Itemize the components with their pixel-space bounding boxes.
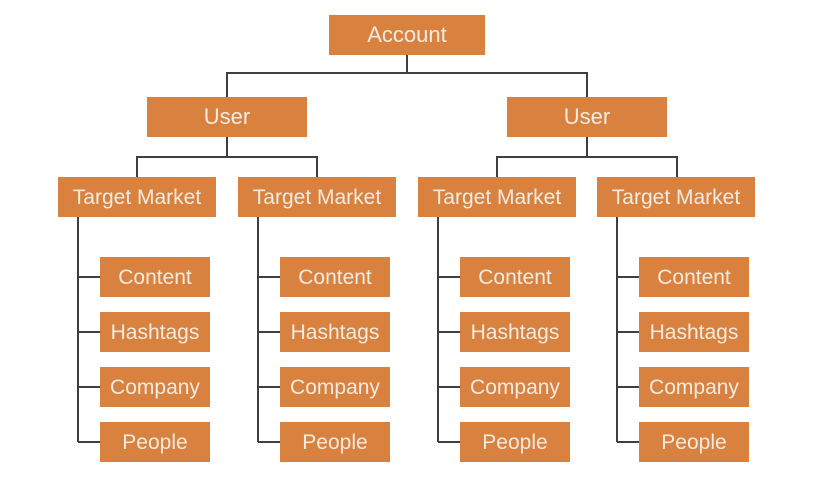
node-hashtags-3: Hashtags	[460, 312, 570, 352]
node-hashtags-4: Hashtags	[639, 312, 749, 352]
connector-market4-children	[616, 217, 639, 443]
connector-market3-children	[437, 217, 460, 443]
node-hashtags-2: Hashtags	[280, 312, 390, 352]
node-people-1: People	[100, 422, 210, 462]
node-content-4: Content	[639, 257, 749, 297]
node-target-market-2: Target Market	[238, 177, 396, 217]
connector-account-to-users	[226, 55, 588, 97]
node-target-market-1: Target Market	[58, 177, 216, 217]
node-content-3: Content	[460, 257, 570, 297]
node-content-1: Content	[100, 257, 210, 297]
node-company-4: Company	[639, 367, 749, 407]
node-user-2: User	[507, 97, 667, 137]
node-target-market-3: Target Market	[418, 177, 576, 217]
node-people-4: People	[639, 422, 749, 462]
node-target-market-4: Target Market	[597, 177, 755, 217]
node-people-3: People	[460, 422, 570, 462]
node-hashtags-1: Hashtags	[100, 312, 210, 352]
node-content-2: Content	[280, 257, 390, 297]
node-people-2: People	[280, 422, 390, 462]
connector-user2-to-markets	[496, 137, 678, 177]
node-account: Account	[329, 15, 485, 55]
node-user-1: User	[147, 97, 307, 137]
node-company-2: Company	[280, 367, 390, 407]
node-company-1: Company	[100, 367, 210, 407]
connector-market1-children	[77, 217, 100, 443]
connector-market2-children	[257, 217, 280, 443]
node-company-3: Company	[460, 367, 570, 407]
connector-user1-to-markets	[136, 137, 318, 177]
